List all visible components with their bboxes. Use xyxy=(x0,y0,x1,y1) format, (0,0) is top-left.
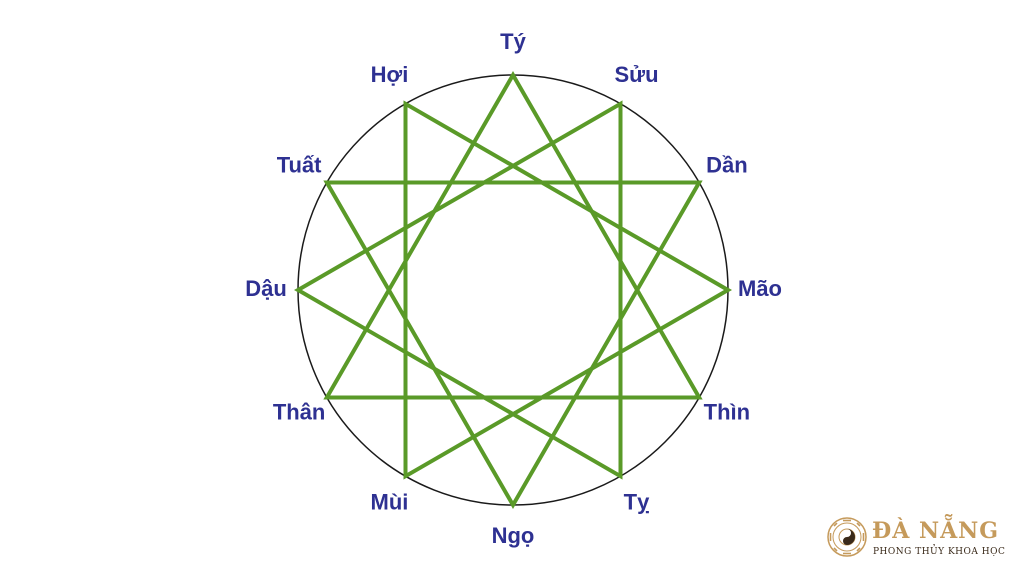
branch-label: Dậu xyxy=(245,276,287,301)
branch-label: Tỵ xyxy=(624,490,650,515)
brand-logo: ĐÀ NẴNG PHONG THỦY KHOA HỌC xyxy=(826,516,1016,564)
branch-label: Mùi xyxy=(371,490,409,515)
logo-name: ĐÀ NẴNG xyxy=(872,518,1000,544)
branch-label: Thìn xyxy=(704,399,750,424)
branch-label: Tuất xyxy=(277,152,322,177)
branch-label: Dần xyxy=(706,152,748,177)
logo-tagline: PHONG THỦY KHOA HỌC xyxy=(873,547,1006,557)
outer-circle xyxy=(297,74,729,506)
branch-label: Tý xyxy=(500,29,526,54)
bagua-emblem-icon xyxy=(827,517,867,557)
branch-label: Mão xyxy=(738,276,782,301)
star-triangle-1 xyxy=(323,71,703,400)
branch-label: Sửu xyxy=(614,62,658,87)
star-triangle-3 xyxy=(323,180,703,509)
branch-label: Ngọ xyxy=(492,523,535,548)
star-lines xyxy=(294,71,732,509)
branch-label: Thân xyxy=(273,399,326,424)
branch-label: Hợi xyxy=(371,62,409,87)
star-triangle-2 xyxy=(294,100,623,480)
star-triangle-4 xyxy=(403,100,732,480)
